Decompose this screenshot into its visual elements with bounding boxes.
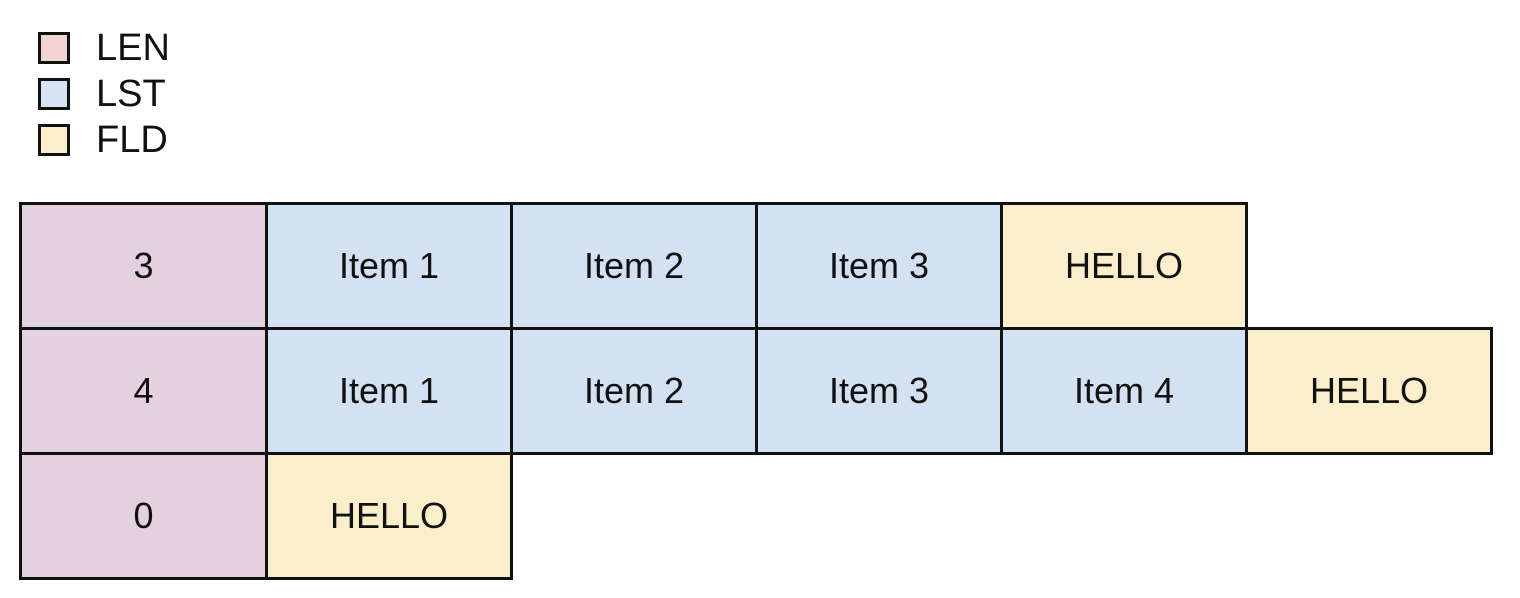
table-cell-len: 4: [19, 327, 268, 455]
legend-swatch-len-icon: [38, 32, 70, 64]
table-cell-lst: Item 3: [755, 327, 1003, 455]
legend-label-fld: FLD: [96, 119, 168, 161]
table-cell-fld: HELLO: [265, 452, 513, 580]
legend-swatch-lst-icon: [38, 78, 70, 110]
table-cell-fld: HELLO: [1245, 327, 1493, 455]
legend-item-len: LEN: [38, 25, 170, 71]
legend-label-len: LEN: [96, 27, 170, 69]
table-cell-len: 0: [19, 452, 268, 580]
table-row: 4 Item 1 Item 2 Item 3 Item 4 HELLO: [19, 327, 1493, 455]
table-cell-fld: HELLO: [1000, 202, 1248, 330]
table-row: 0 HELLO: [19, 452, 1493, 580]
table-row: 3 Item 1 Item 2 Item 3 HELLO: [19, 202, 1493, 330]
table-cell-lst: Item 1: [265, 327, 513, 455]
legend: LEN LST FLD: [38, 25, 170, 163]
legend-item-lst: LST: [38, 71, 170, 117]
table-cell-len: 3: [19, 202, 268, 330]
table-cell-lst: Item 2: [510, 202, 758, 330]
table-cell-lst: Item 1: [265, 202, 513, 330]
table-cell-lst: Item 3: [755, 202, 1003, 330]
legend-item-fld: FLD: [38, 117, 170, 163]
legend-label-lst: LST: [96, 73, 166, 115]
memory-layout-table: 3 Item 1 Item 2 Item 3 HELLO 4 Item 1 It…: [19, 202, 1493, 580]
table-cell-lst: Item 4: [1000, 327, 1248, 455]
table-cell-lst: Item 2: [510, 327, 758, 455]
legend-swatch-fld-icon: [38, 124, 70, 156]
